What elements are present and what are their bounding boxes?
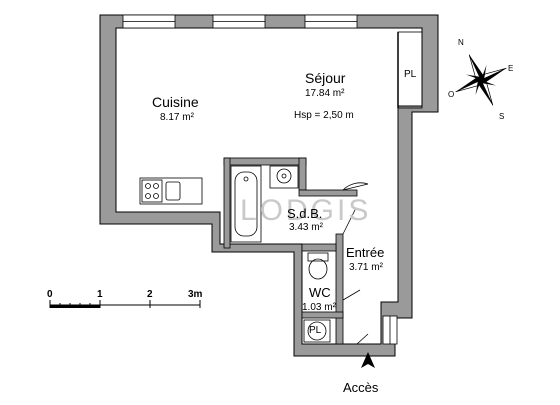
access-arrow	[361, 352, 375, 368]
closet-entree	[303, 319, 331, 343]
room-name-sdb: S.d.B.	[287, 206, 323, 221]
scale-tick-1: 1	[97, 289, 103, 300]
compass-label-e: E	[508, 64, 514, 73]
windows	[122, 14, 398, 345]
scale-tick-2: 2	[147, 289, 153, 300]
access-label: Accès	[343, 380, 379, 395]
room-height-sejour: Hsp = 2,50 m	[294, 110, 354, 121]
room-area-wc: 1.03 m²	[302, 302, 336, 313]
room-area-sdb: 3.43 m²	[289, 222, 323, 233]
room-name-sejour: Séjour	[305, 70, 346, 86]
compass-rose	[455, 54, 507, 106]
room-area-sejour: 17.84 m²	[305, 88, 345, 99]
closet-label-sejour: PL	[404, 69, 417, 80]
room-name-entree: Entrée	[346, 245, 385, 260]
compass-label-n: N	[458, 38, 464, 47]
scale-tick-3m: 3m	[188, 289, 203, 300]
compass-label-o: O	[448, 90, 455, 99]
interior-walls	[223, 157, 358, 345]
compass-label-s: S	[499, 112, 505, 121]
kitchen-counter	[139, 177, 203, 205]
closet-label-entree: PL	[309, 325, 322, 336]
room-name-wc: WC	[309, 285, 331, 300]
bathtub	[230, 165, 262, 243]
washbasin	[269, 165, 299, 189]
room-name-cuisine: Cuisine	[152, 94, 199, 110]
toilet	[307, 252, 329, 280]
room-area-cuisine: 8.17 m²	[160, 112, 194, 123]
scale-tick-0: 0	[47, 289, 53, 300]
room-area-entree: 3.71 m²	[349, 262, 383, 273]
doors	[342, 182, 369, 345]
watermark: LODGIS	[240, 194, 372, 227]
